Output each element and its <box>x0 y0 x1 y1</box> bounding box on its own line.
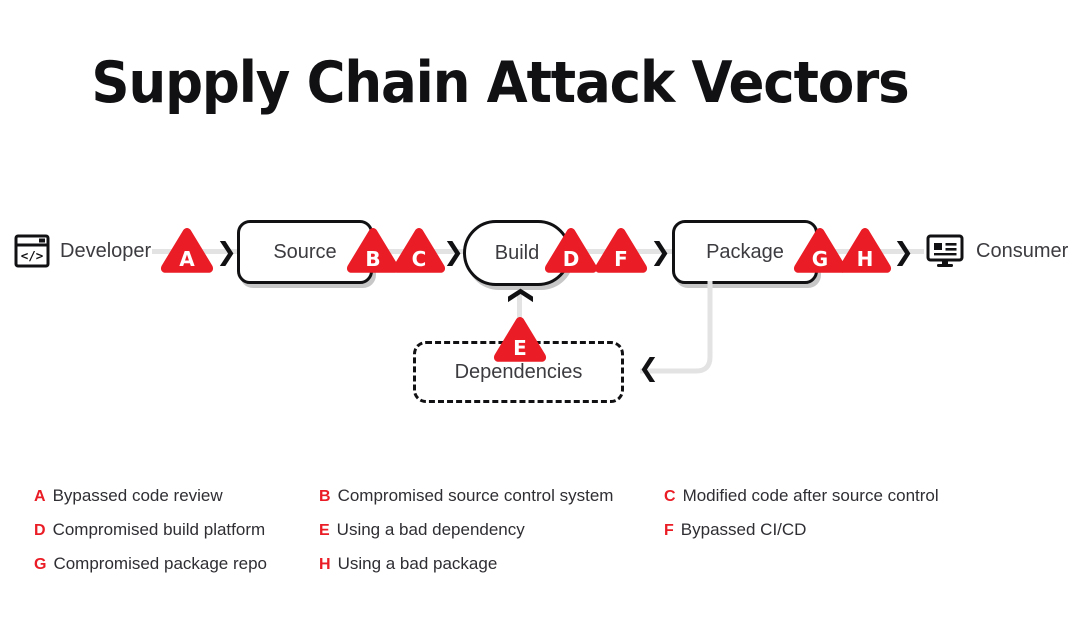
threat-marker-c[interactable]: C <box>391 226 447 276</box>
legend-key-b: B <box>319 488 331 505</box>
svg-text:</>: </> <box>21 248 44 263</box>
legend-key-d: D <box>34 522 46 539</box>
legend: A Bypassed code review B Compromised sou… <box>34 486 1054 588</box>
legend-item-d: D Compromised build platform <box>34 520 319 540</box>
node-package[interactable]: Package <box>672 220 818 284</box>
node-build-label: Build <box>494 241 540 264</box>
legend-desc-a: Bypassed code review <box>52 486 223 505</box>
threat-marker-a-label: A <box>179 247 195 271</box>
legend-item-h: H Using a bad package <box>319 554 664 574</box>
code-window-icon: </> <box>14 234 50 273</box>
legend-item-b: B Compromised source control system <box>319 486 664 506</box>
legend-desc-g: Compromised package repo <box>53 554 268 573</box>
legend-item-a: A Bypassed code review <box>34 486 319 506</box>
threat-marker-b[interactable]: B <box>345 226 401 276</box>
threat-marker-a[interactable]: A <box>159 226 215 276</box>
supply-chain-pipeline: </> Developer A ❯ Source B <box>14 220 1069 403</box>
endpoint-label-developer: Developer <box>60 240 152 262</box>
legend-key-e: E <box>319 522 330 539</box>
node-package-label: Package <box>706 240 784 263</box>
chevron-arrow-3: ❯ <box>650 237 671 266</box>
legend-item-g: G Compromised package repo <box>34 554 319 574</box>
legend-item-f: F Bypassed CI/CD <box>664 520 1024 540</box>
legend-key-g: G <box>34 556 47 573</box>
node-build[interactable]: Build <box>463 220 571 286</box>
legend-key-f: F <box>664 522 674 539</box>
threat-marker-g[interactable]: G <box>792 226 848 276</box>
legend-desc-f: Bypassed CI/CD <box>680 520 807 539</box>
legend-row: G Compromised package repo H Using a bad… <box>34 554 1054 574</box>
legend-key-c: C <box>664 488 676 505</box>
legend-desc-d: Compromised build platform <box>52 520 266 539</box>
node-dependencies-label: Dependencies <box>454 360 583 383</box>
endpoint-label-consumer: Consumer <box>976 240 1069 262</box>
chevron-arrow-1: ❯ <box>216 237 237 266</box>
threat-marker-h-label: H <box>856 247 874 271</box>
monitor-icon <box>926 234 964 273</box>
threat-marker-g-label: G <box>811 247 829 271</box>
node-source[interactable]: Source <box>237 220 373 284</box>
threat-marker-b-label: B <box>365 247 381 271</box>
legend-row: A Bypassed code review B Compromised sou… <box>34 486 1054 506</box>
chevron-arrow-left-dependencies: ❯ <box>638 357 659 386</box>
threat-marker-e[interactable]: E <box>492 315 548 365</box>
threat-marker-d-label: D <box>562 247 580 271</box>
legend-item-e: E Using a bad dependency <box>319 520 664 540</box>
connector-package-dependencies <box>640 281 713 374</box>
legend-desc-h: Using a bad package <box>337 554 498 573</box>
threat-marker-h[interactable]: H <box>837 226 893 276</box>
legend-desc-c: Modified code after source control <box>682 486 939 505</box>
threat-marker-c-label: C <box>411 247 427 271</box>
page-title: Supply Chain Attack Vectors <box>91 50 909 116</box>
threat-marker-e-label: E <box>513 336 527 360</box>
threat-marker-f-label: F <box>614 247 628 271</box>
chevron-arrow-4: ❯ <box>893 237 914 266</box>
legend-desc-e: Using a bad dependency <box>336 520 525 539</box>
legend-key-h: H <box>319 556 331 573</box>
legend-desc-b: Compromised source control system <box>337 486 614 505</box>
node-source-label: Source <box>273 240 337 263</box>
threat-marker-d[interactable]: D <box>543 226 599 276</box>
legend-key-a: A <box>34 488 46 505</box>
chevron-arrow-up-dependencies: ❯ <box>503 285 533 306</box>
threat-marker-f[interactable]: F <box>593 226 649 276</box>
legend-item-c: C Modified code after source control <box>664 486 1024 506</box>
chevron-arrow-2: ❯ <box>443 237 464 266</box>
legend-row: D Compromised build platform E Using a b… <box>34 520 1054 540</box>
node-dependencies[interactable]: Dependencies <box>413 341 624 403</box>
